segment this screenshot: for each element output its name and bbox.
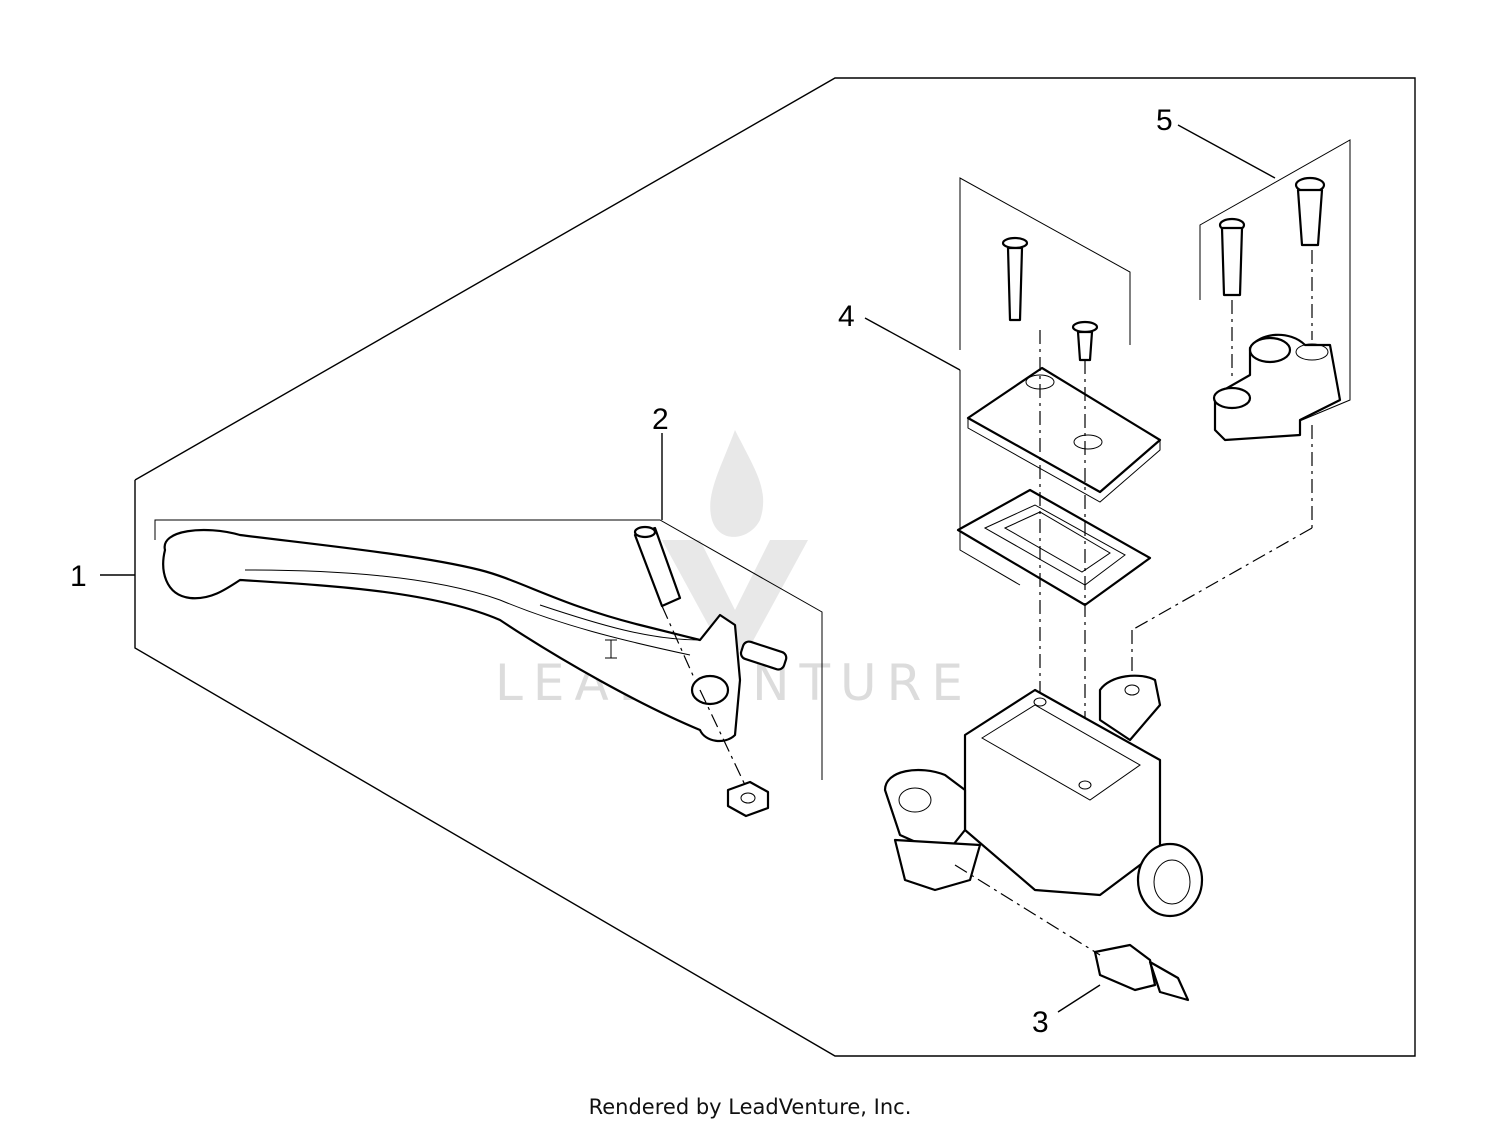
clamp-bolts [1218,176,1326,297]
brake-light-switch [1093,943,1190,1002]
clamp-group-box [1199,139,1351,426]
callout-4: 4 [838,300,855,333]
cap-group-box [959,177,1131,350]
reservoir-gasket [956,488,1152,607]
footer-credit: Rendered by LeadVenture, Inc. [588,1095,912,1119]
master-cylinder-body [883,674,1204,918]
brake-lever [162,525,788,818]
lever-group-box [154,519,823,780]
callout-5: 5 [1156,104,1173,137]
handlebar-clamp [1212,333,1342,442]
callout-1: 1 [70,560,87,593]
reservoir-cap [966,366,1162,503]
callout-3: 3 [1032,1006,1049,1039]
callout-2: 2 [652,403,669,436]
assembly-boundary [134,77,1416,1057]
cap-screws [1001,236,1099,362]
